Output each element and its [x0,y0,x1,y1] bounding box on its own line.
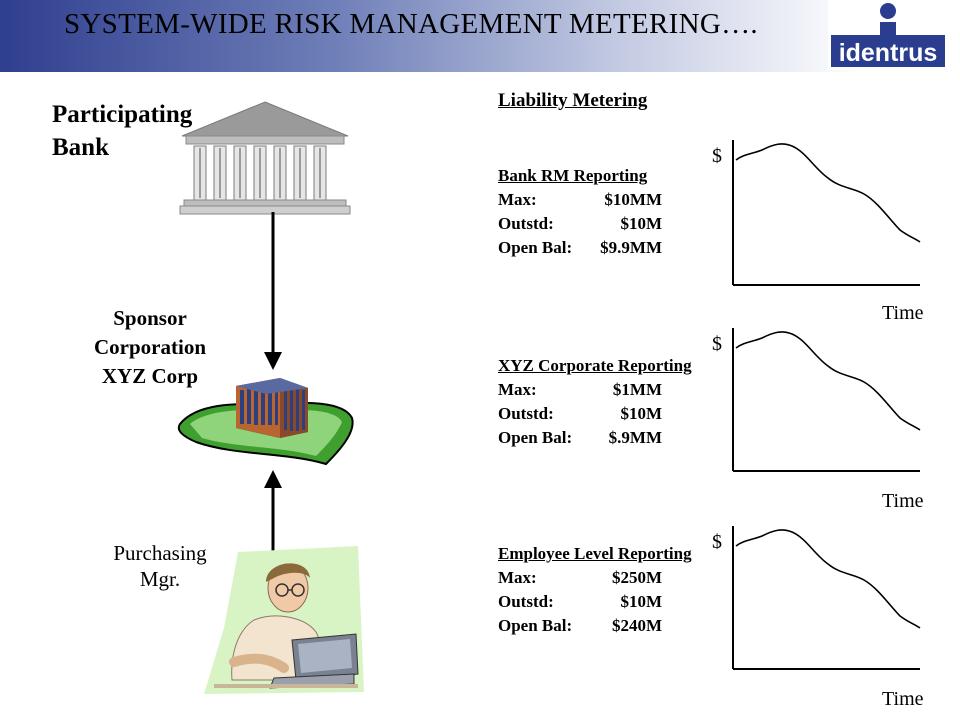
report-title: Bank RM Reporting [498,166,648,185]
liability-curve [735,143,921,243]
office-building-icon [177,378,354,466]
report-row: Open Bal:$9.9MM [498,238,662,257]
metering-chart-employee [732,526,921,670]
report-row: Outstd:$10M [498,214,662,233]
chart-x-label: Time [882,490,924,512]
sponsor-line1: Sponsor [113,306,187,330]
chart-x-label: Time [882,688,924,710]
chart-x-label: Time [882,302,924,324]
metering-chart-bank [732,140,921,286]
purchasing-line2: Mgr. [139,567,181,591]
bank-building-icon [179,101,351,215]
report-row: Outstd:$10M [498,592,662,611]
bank-label: Participating Bank [52,98,192,164]
chart-y-label: $ [712,145,722,167]
report-row: Outstd:$10M [498,404,662,423]
report-title: Employee Level Reporting [498,544,692,563]
sponsor-line3: XYZ Corp [101,364,199,388]
report-row: Open Bal:$240M [498,616,662,635]
chart-y-label: $ [712,333,722,355]
sponsor-line2: Corporation [94,335,206,359]
report-row: Open Bal:$.9MM [498,428,662,447]
purchasing-label: Purchasing Mgr. [100,540,220,592]
identrus-logo: identrus [828,0,948,70]
report-employee: Employee Level Reporting Max:$250M Outst… [498,542,692,638]
sponsor-label: Sponsor Corporation XYZ Corp [70,304,230,391]
liability-curve [735,331,921,431]
bank-to-sponsor-arrow [264,212,282,370]
report-xyz: XYZ Corporate Reporting Max:$1MM Outstd:… [498,354,692,450]
liability-curve [735,529,921,629]
logo-text: identrus [839,39,938,67]
header-bar: SYSTEM-WIDE RISK MANAGEMENT METERING…. i… [0,0,960,72]
page-title: SYSTEM-WIDE RISK MANAGEMENT METERING…. [64,8,758,40]
report-row: Max:$10MM [498,190,662,209]
metering-chart-xyz [732,328,921,472]
purchasing-to-sponsor-arrow [264,470,282,562]
report-bank: Bank RM Reporting Max:$10MM Outstd:$10M … [498,164,662,260]
bank-label-line1: Participating [52,101,193,128]
liability-metering-title: Liability Metering [498,90,648,111]
person-at-computer-icon [204,546,364,694]
purchasing-line1: Purchasing [113,541,207,565]
bank-label-line2: Bank [52,134,109,161]
report-row: Max:$250M [498,568,662,587]
report-row: Max:$1MM [498,380,662,399]
report-title: XYZ Corporate Reporting [498,356,692,375]
chart-y-label: $ [712,531,722,553]
